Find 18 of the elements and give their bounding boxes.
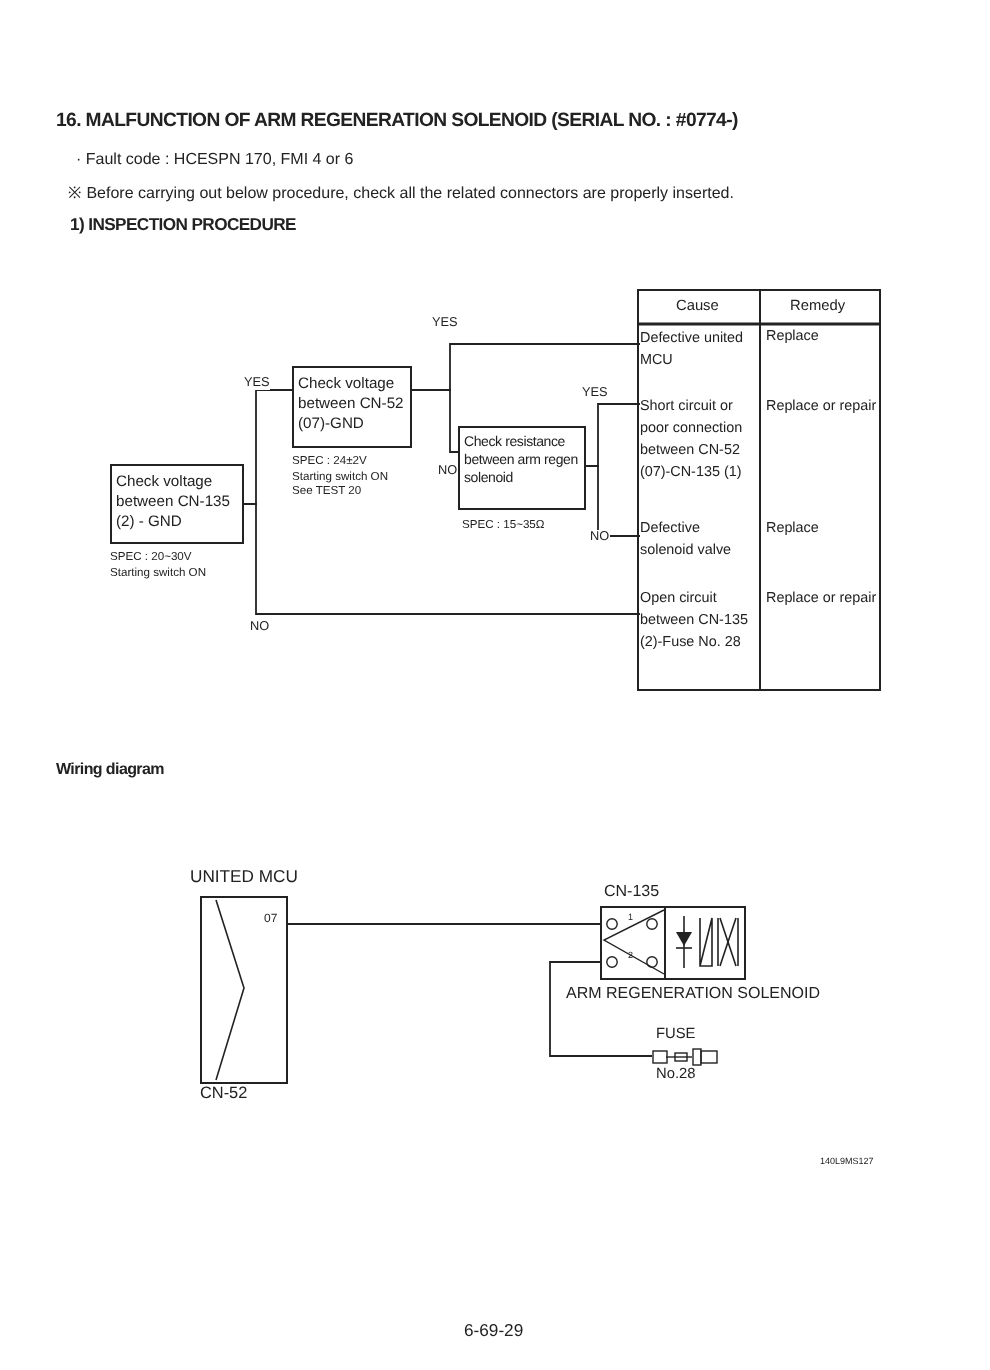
connector-name: CN-52 xyxy=(200,1084,248,1103)
process-box xyxy=(458,426,586,510)
connector-line xyxy=(243,503,641,615)
connector-name: UNITED MCU xyxy=(190,868,298,888)
wire xyxy=(549,961,653,1057)
note-text: ※ Before carrying out below procedure, check all the related connectors are properly inserted. xyxy=(68,184,734,203)
connector-name: CN-135 xyxy=(604,882,660,901)
process-box xyxy=(110,464,244,544)
process-box xyxy=(292,366,412,448)
connector-line xyxy=(585,465,641,537)
page-title: 16. MALFUNCTION OF ARM REGENERATION SOLENOID (SERIAL NO. : #0774-) xyxy=(56,110,738,133)
section-heading: 1) INSPECTION PROCEDURE xyxy=(70,216,296,236)
connector-line xyxy=(411,389,459,453)
wire xyxy=(287,923,601,925)
section-heading: Wiring diagram xyxy=(56,760,164,779)
page-number: 6-69-29 xyxy=(464,1322,524,1342)
fault-code-text: · Fault code : HCESPN 170, FMI 4 or 6 xyxy=(76,150,354,169)
component-name: ARM REGENERATION SOLENOID xyxy=(566,984,820,1003)
